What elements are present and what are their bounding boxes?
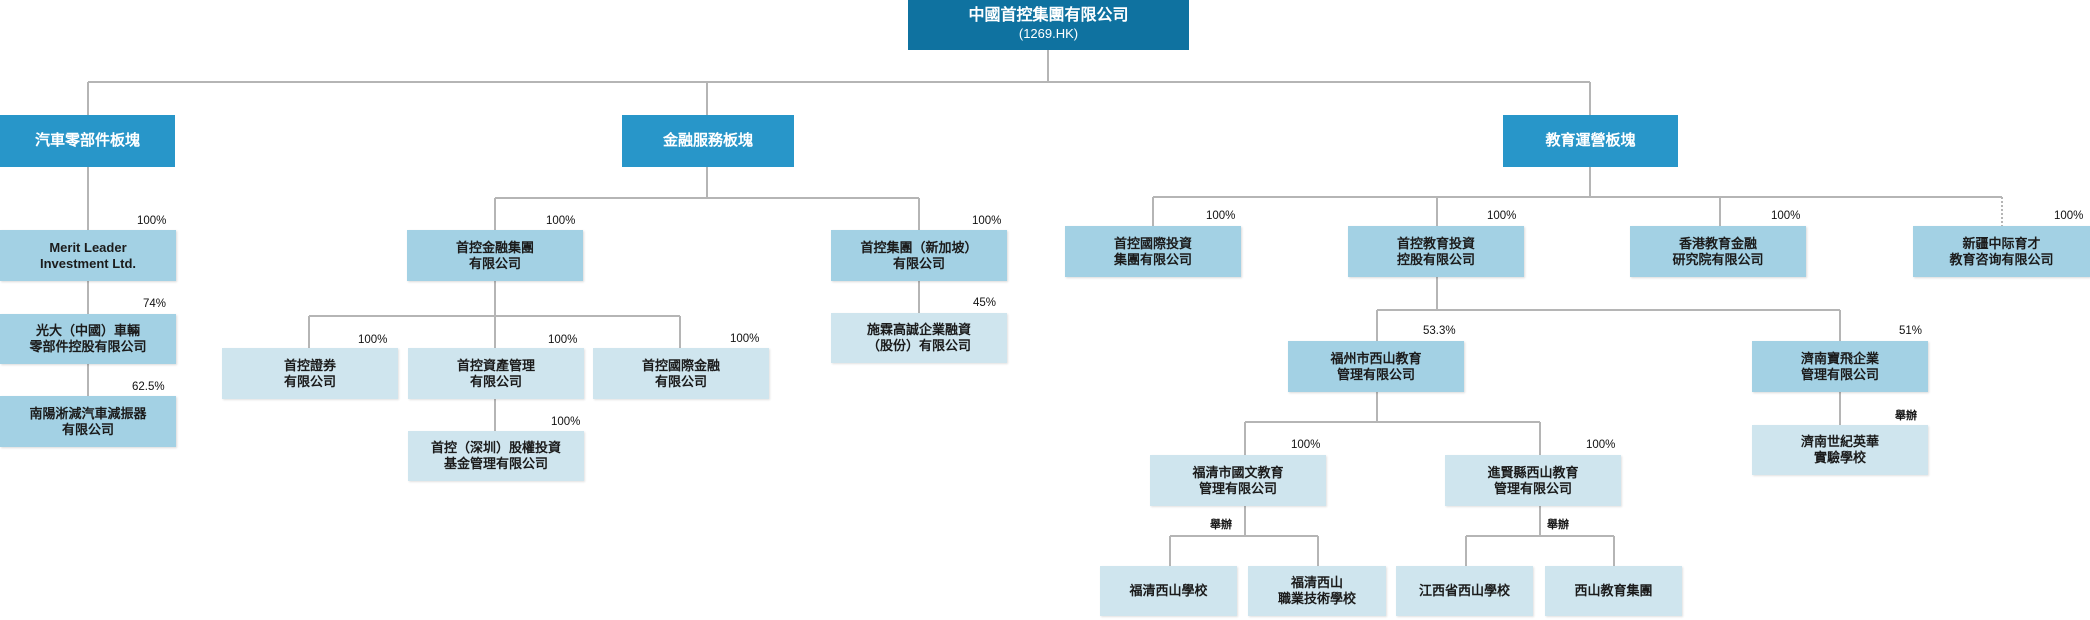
tag-sponsor-fuqing: 舉辦 [1210, 519, 1232, 531]
pct-jinan-baofei: 51% [1899, 325, 1923, 337]
entity-hk-finance-institute: 香港教育金融 研究院有限公司 [1630, 226, 1806, 277]
entity-international-investment: 首控國際投資 集團有限公司 [1065, 226, 1241, 277]
pct-jinxian-xishan: 100% [1586, 439, 1616, 451]
pct-securities: 100% [358, 334, 388, 346]
entity-xishan-group: 西山教育集團 [1545, 566, 1682, 616]
pct-shilin: 45% [973, 297, 997, 309]
entity-shenzhen-fund: 首控（深圳）股權投資 基金管理有限公司 [408, 431, 584, 481]
entity-singapore: 首控集團（新加坡） 有限公司 [831, 230, 1007, 281]
tag-sponsor-jinxian: 舉辦 [1547, 519, 1569, 531]
pct-finance-group: 100% [546, 215, 576, 227]
entity-fuqing-school: 福清西山學校 [1100, 566, 1237, 616]
entity-education-investment: 首控教育投資 控股有限公司 [1348, 226, 1524, 277]
pct-international-finance: 100% [730, 333, 760, 345]
pct-nanyang: 62.5% [132, 381, 165, 393]
entity-securities: 首控證券 有限公司 [222, 348, 398, 399]
pct-international-investment: 100% [1206, 210, 1236, 222]
entity-xinjiang: 新疆中际育才 教育咨询有限公司 [1913, 226, 2090, 277]
entity-fuqing-guowen: 福清市國文教育 管理有限公司 [1150, 455, 1326, 506]
entity-jinan-baofei: 濟南寶飛企業 管理有限公司 [1752, 341, 1928, 392]
entity-jiangxi-school: 江西省西山學校 [1396, 566, 1533, 616]
root-company-name: 中國首控集團有限公司 [968, 7, 1129, 24]
entity-everbright-auto: 光大（中國）車輛 零部件控股有限公司 [0, 314, 176, 364]
entity-merit-leader: Merit Leader Investment Ltd. [0, 230, 176, 281]
pct-hk-finance-institute: 100% [1771, 210, 1801, 222]
pct-shenzhen-fund: 100% [551, 416, 581, 428]
pct-everbright-auto: 74% [143, 298, 167, 310]
pct-fuzhou-xishan: 53.3% [1423, 325, 1456, 337]
sector-education: 教育運營板塊 [1503, 115, 1678, 167]
entity-jinxian-xishan: 進賢縣西山教育 管理有限公司 [1445, 455, 1621, 506]
sector-auto-parts: 汽車零部件板塊 [0, 115, 175, 167]
entity-finance-group: 首控金融集團 有限公司 [407, 230, 583, 281]
pct-merit-leader: 100% [137, 215, 167, 227]
root-company: 中國首控集團有限公司 (1269.HK) [908, 0, 1189, 50]
entity-jinan-school: 濟南世紀英華 實驗學校 [1752, 425, 1928, 475]
tag-sponsor-jinan: 舉辦 [1895, 410, 1917, 422]
pct-education-investment: 100% [1487, 210, 1517, 222]
entity-fuzhou-xishan: 福州市西山教育 管理有限公司 [1288, 341, 1464, 392]
sector-financial-services: 金融服務板塊 [622, 115, 794, 167]
pct-asset-management: 100% [548, 334, 578, 346]
root-stock-code: (1269.HK) [1018, 26, 1079, 41]
entity-fuqing-vocational: 福清西山 職業技術學校 [1248, 566, 1386, 616]
entity-nanyang: 南陽淅減汽車減振器 有限公司 [0, 396, 176, 447]
pct-singapore: 100% [972, 215, 1002, 227]
entity-international-finance: 首控國際金融 有限公司 [593, 348, 769, 399]
pct-xinjiang: 100% [2054, 210, 2084, 222]
entity-shilin: 施霖高誠企業融資 （股份）有限公司 [831, 313, 1007, 363]
pct-fuqing-guowen: 100% [1291, 439, 1321, 451]
entity-asset-management: 首控資產管理 有限公司 [408, 348, 584, 399]
